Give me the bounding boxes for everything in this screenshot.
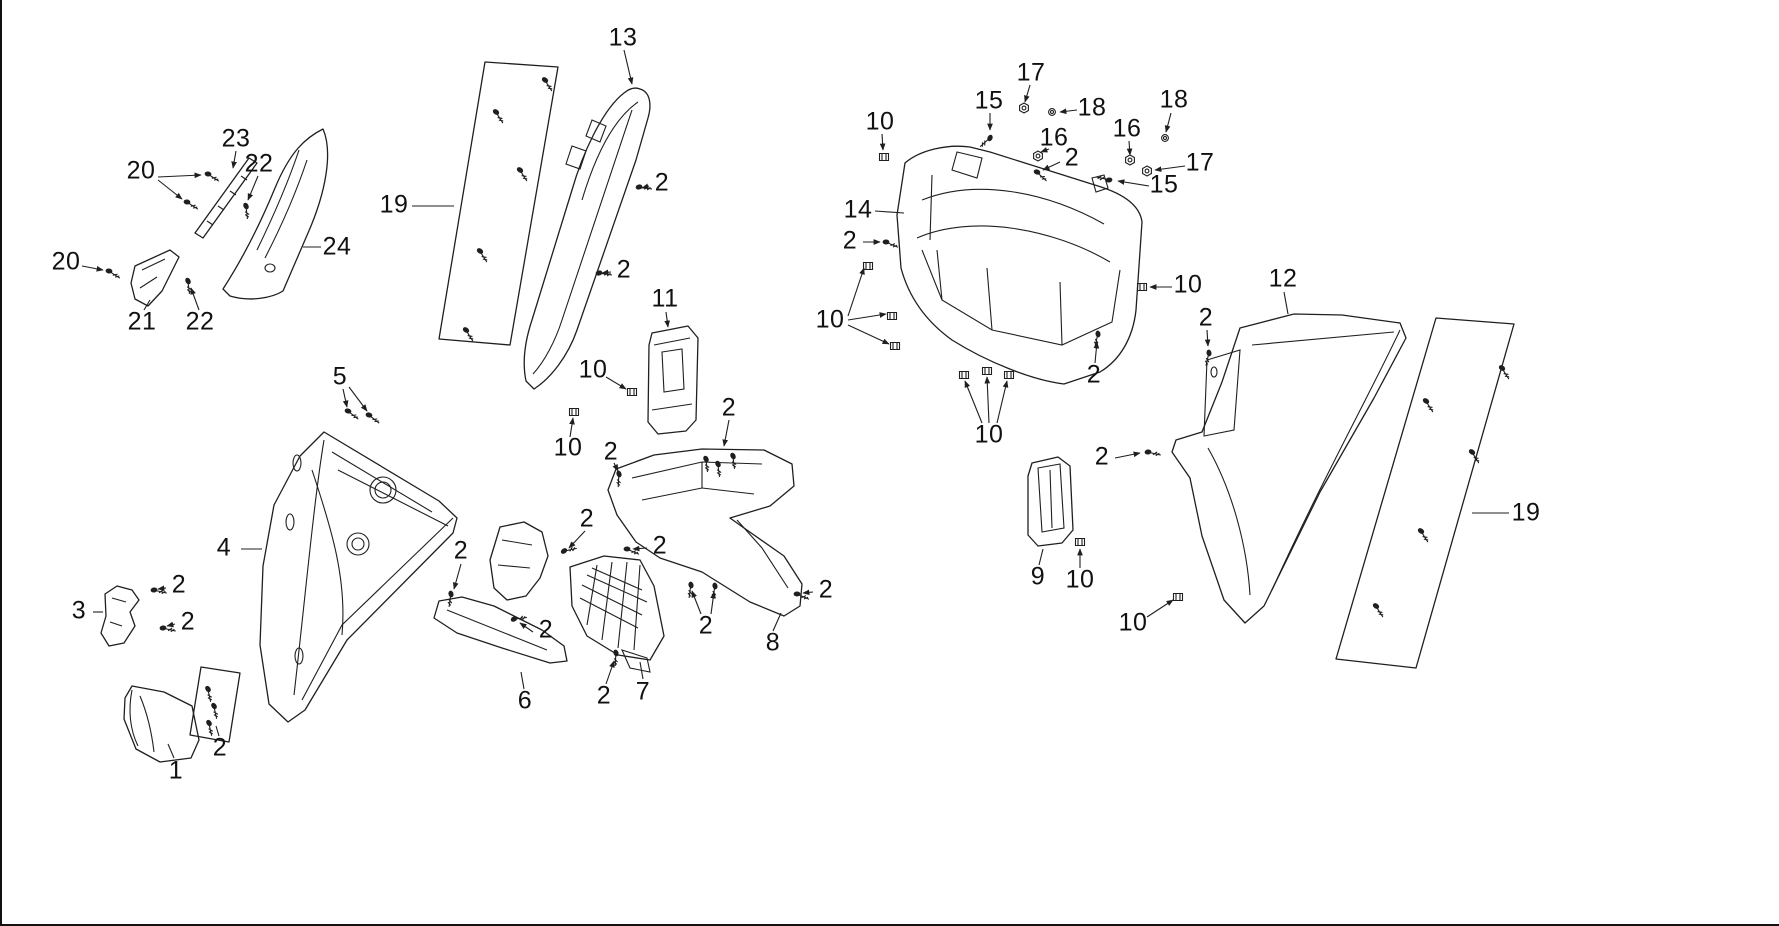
nut-16-a xyxy=(1033,150,1043,162)
clip-10-b xyxy=(568,407,580,417)
screw-2-p9 xyxy=(1143,446,1162,459)
screw-2-p6c xyxy=(559,541,578,558)
clip-10-d xyxy=(862,261,874,271)
clip-10-k xyxy=(1074,537,1086,547)
screw-2-p8c xyxy=(726,451,742,470)
part-23-trim-strip xyxy=(195,158,257,238)
nut-17-b xyxy=(1142,165,1152,177)
screw-20-a xyxy=(203,170,221,182)
clip-10-f xyxy=(889,341,901,351)
screw-2-p12 xyxy=(1202,348,1215,367)
screw-2-p7c xyxy=(623,545,640,555)
part-14-headlight-housing xyxy=(897,146,1142,384)
part-24-corner-panel xyxy=(223,129,328,299)
part-8-inner-fender xyxy=(608,449,802,616)
screw-2-p14a xyxy=(882,238,899,248)
screw-22-b xyxy=(181,276,197,295)
screw-20-b xyxy=(182,198,200,210)
clip-10-e xyxy=(886,311,898,321)
clip-10-i xyxy=(981,366,993,376)
washer-18-b xyxy=(1161,134,1169,142)
part-19-right-decal xyxy=(1336,318,1514,668)
nut-16-b xyxy=(1125,154,1135,166)
part-13-windshield-garnish xyxy=(524,88,650,389)
nut-17-a xyxy=(1019,102,1029,114)
part-4-front-panel xyxy=(260,432,457,722)
screw-2-p3a xyxy=(149,584,168,597)
part-21-bracket xyxy=(131,250,179,306)
screw-plate xyxy=(190,667,240,742)
clip-10-g xyxy=(1136,282,1148,292)
screw-20-c xyxy=(104,267,122,279)
screw-22-a xyxy=(239,201,255,220)
screw-2-p8d xyxy=(684,580,698,599)
screw-5-a xyxy=(342,407,361,420)
leader-lines xyxy=(82,50,1509,758)
part-1-scoop xyxy=(124,686,199,762)
part-3-bracket xyxy=(101,586,139,646)
clip-10-h xyxy=(958,370,970,380)
screw-2-p8e xyxy=(708,581,722,600)
screw-2-p14c xyxy=(1091,329,1104,348)
part-11-small-panel xyxy=(648,326,698,434)
part-6-lower-duct xyxy=(434,522,567,663)
screw-15-a xyxy=(979,132,995,151)
part-7-grille-panel xyxy=(570,556,664,672)
part-12-side-panel xyxy=(1172,314,1406,623)
clip-10-j xyxy=(1003,370,1015,380)
washer-18-a xyxy=(1048,108,1056,116)
screw-5-b xyxy=(363,411,382,424)
clip-10-c xyxy=(878,152,890,162)
clip-10-a xyxy=(626,387,638,397)
part-19-left-decal xyxy=(439,62,558,345)
clip-10-l xyxy=(1172,592,1184,602)
part-9-side-piece xyxy=(1028,457,1073,546)
